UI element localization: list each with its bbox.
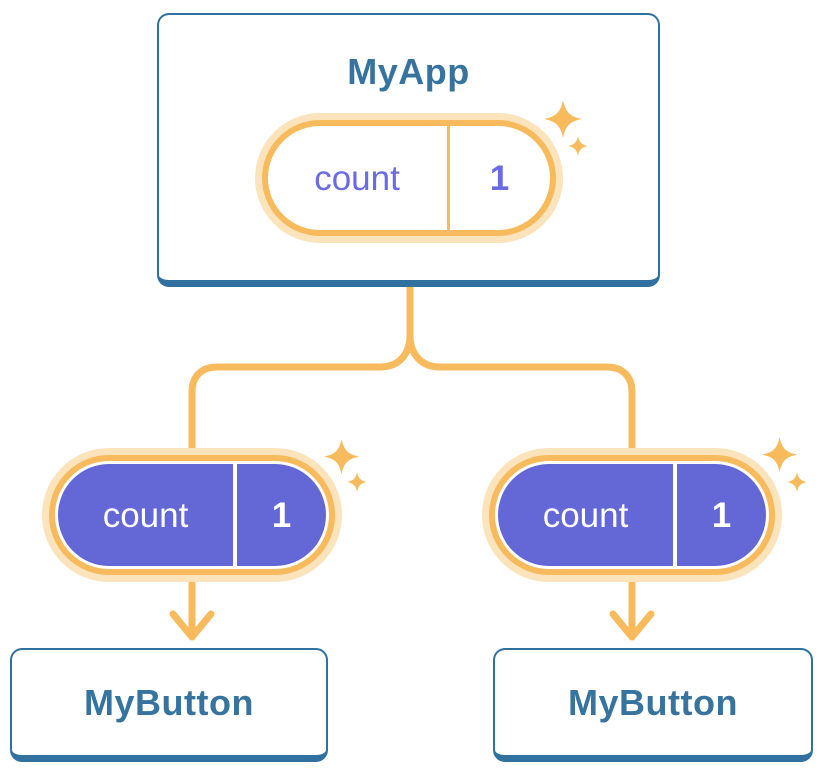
prop-pill-label: count <box>102 495 189 535</box>
myapp-card: MyApp count 1 <box>157 13 660 287</box>
prop-pill-left: count 1 <box>42 448 342 582</box>
state-pill: count 1 <box>254 113 563 243</box>
prop-pill-right: count 1 <box>482 448 782 582</box>
prop-pill-value: 1 <box>271 495 292 535</box>
mybutton-card-left: MyButton <box>10 648 328 762</box>
prop-pill-body: count 1 <box>58 464 326 566</box>
state-pill-ring: count 1 <box>261 120 556 236</box>
state-pill-value: 1 <box>489 158 510 198</box>
mybutton-card-right: MyButton <box>493 648 813 762</box>
pill-divider <box>233 464 237 566</box>
prop-pill-ring: count 1 <box>489 455 775 575</box>
prop-pill-value: 1 <box>711 495 732 535</box>
branch-lines <box>188 277 636 454</box>
pill-divider <box>446 126 450 230</box>
state-pill-label: count <box>314 158 400 198</box>
prop-pill-body: count 1 <box>498 464 766 566</box>
mybutton-title: MyButton <box>84 681 254 723</box>
myapp-title: MyApp <box>347 51 470 92</box>
mybutton-title: MyButton <box>568 681 738 723</box>
prop-pill-label: count <box>542 495 629 535</box>
prop-pill-ring: count 1 <box>49 455 335 575</box>
pill-divider <box>673 464 677 566</box>
arrow-down-lines <box>169 576 655 641</box>
